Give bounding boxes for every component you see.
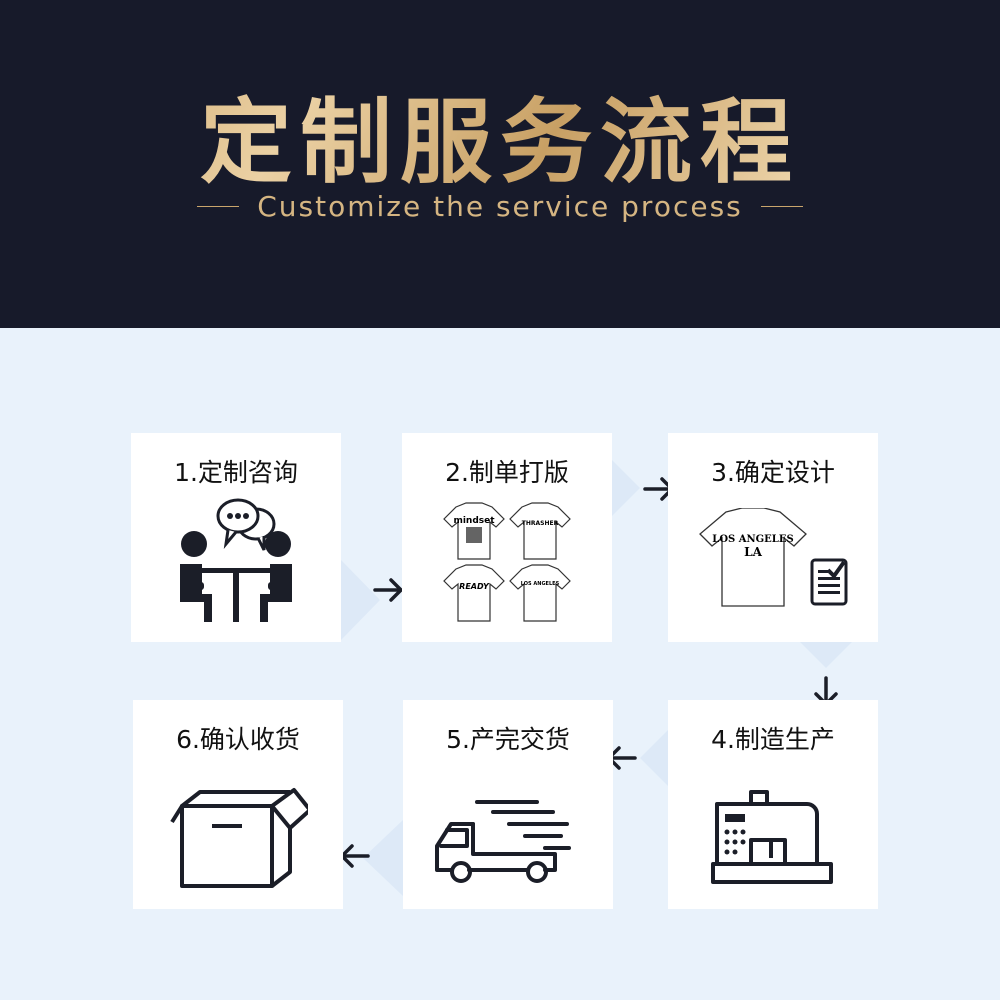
print-text: LOS ANGELES <box>712 534 793 545</box>
divider-line <box>197 206 240 207</box>
check-icon <box>826 560 846 580</box>
arrow-left-icon <box>340 844 370 868</box>
step-label: 5.产完交货 <box>446 725 570 754</box>
print-text: THRASHER <box>522 520 559 527</box>
step-card-6: 6.确认收货 <box>133 700 343 909</box>
divider-line <box>760 206 803 207</box>
step-card-1: 1.定制咨询 <box>131 433 341 642</box>
tshirt-samples-icon: mindset THRASHER READY LOS ANGELES <box>443 502 571 622</box>
page-subtitle: Customize the service process <box>257 190 743 223</box>
step-label: 1.定制咨询 <box>174 458 298 487</box>
page-title: 定制服务流程 <box>0 68 1000 201</box>
step-card-5: 5.产完交货 <box>403 700 613 909</box>
arrow-right-icon <box>373 578 403 602</box>
connector-pointer <box>363 820 403 896</box>
checker-print <box>466 527 482 543</box>
step-label: 3.确定设计 <box>711 458 835 487</box>
step-label: 6.确认收货 <box>176 725 300 754</box>
step-card-3: 3.确定设计 LOS ANGELES LA <box>668 433 878 642</box>
print-text: LA <box>744 545 762 559</box>
connector-pointer <box>341 560 380 640</box>
step-label: 2.制单打版 <box>445 458 569 487</box>
sewing-machine-icon <box>711 790 833 884</box>
design-confirm-icon: LOS ANGELES LA <box>699 508 848 607</box>
subtitle-row: Customize the service process <box>0 190 1000 223</box>
print-text: mindset <box>453 516 495 526</box>
box-icon <box>170 788 308 888</box>
connector-pointer <box>800 642 852 668</box>
step-card-4: 4.制造生产 <box>668 700 878 909</box>
step-label: 4.制造生产 <box>711 725 835 754</box>
header-banner: 定制服务流程 Customize the service process <box>0 0 1000 328</box>
print-text: READY <box>459 582 490 591</box>
connector-pointer <box>612 460 640 516</box>
delivery-truck-icon <box>435 800 571 883</box>
consultation-icon <box>180 498 292 622</box>
connector-pointer <box>640 730 668 786</box>
print-text: LOS ANGELES <box>521 581 560 587</box>
step-card-2: 2.制单打版 mindset THRASHER READY LOS ANGELE… <box>402 433 612 642</box>
